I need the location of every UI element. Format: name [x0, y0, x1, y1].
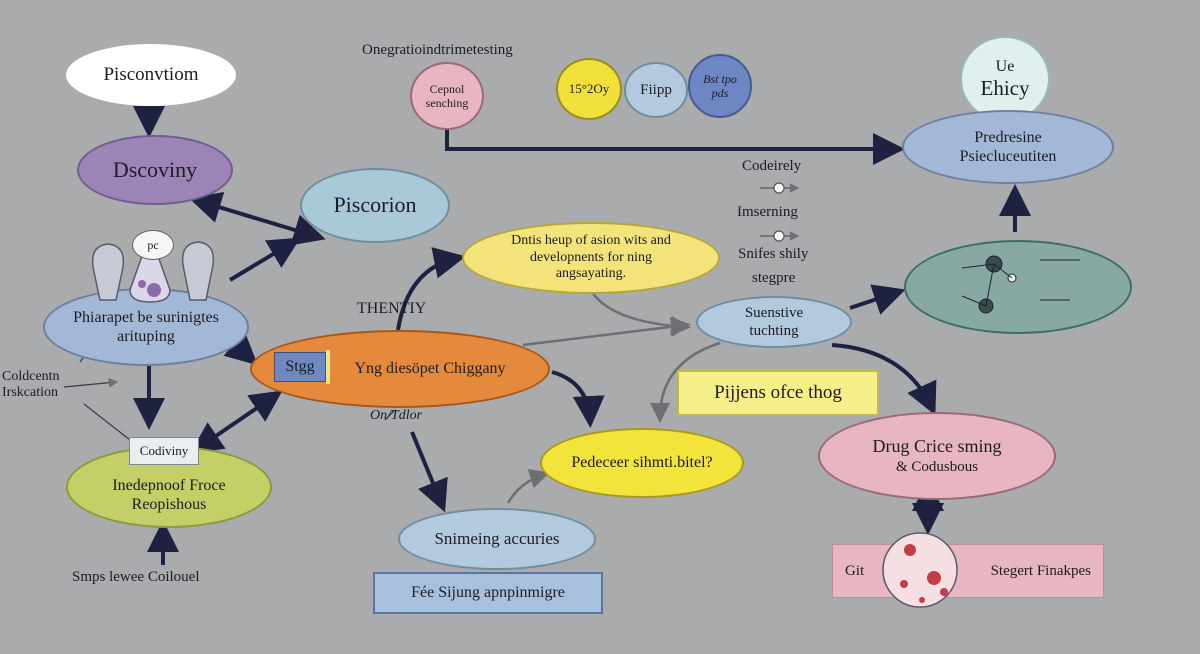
stage-main-label: Yng diesöpet Chiggany — [354, 360, 506, 378]
cold-line-1: Coldcentn — [2, 369, 60, 384]
sensitive-node: Suenstive tuchting — [696, 296, 852, 348]
codeirely-label: Codeirely — [742, 158, 801, 175]
codiviny-box: Codiviny — [129, 437, 199, 465]
independ-line-2: Reopishous — [131, 496, 207, 513]
snifes-text: Snifes shily — [738, 246, 809, 262]
stgg-label: Stgg — [285, 358, 315, 376]
pharma-line-2: arituping — [117, 328, 175, 345]
arrow-stage-to-predecce — [551, 370, 605, 428]
stegpre-text: stegpre — [752, 270, 796, 286]
on-label: On/Tdlor — [370, 408, 422, 424]
predresine-node: Predresine Psiecluceutiten — [902, 110, 1114, 184]
teal-molecule-node — [904, 240, 1132, 334]
predresine-line-2: Psiecluceutiten — [959, 148, 1057, 165]
ehicy-label: Ehicy — [980, 76, 1030, 100]
predecce-node: Pedeceer sihmti.bitel? — [540, 428, 744, 498]
c15-label: 15°2Oy — [568, 81, 610, 97]
top-heading-text: Onegratioindtrimetesting — [362, 42, 513, 58]
predresine-line-1: Predresine — [974, 128, 1042, 146]
pc-label: pc — [147, 237, 159, 252]
c15-node: 15°2Oy — [556, 58, 622, 120]
pijjens-box: Pijjens ofce thog — [677, 370, 879, 416]
discovery-label: Dscoviny — [112, 156, 198, 182]
git-label: Git — [845, 563, 865, 579]
pijjens-label: Pijjens ofce thog — [714, 381, 842, 403]
arrow-discovery-piscorion — [189, 191, 326, 246]
smps-text: Smps lewee Coilouel — [72, 569, 200, 585]
snifes-dot — [773, 230, 785, 242]
arrow-sensitive-teal — [849, 284, 906, 315]
cepnol-node: Cepnol senching — [410, 62, 484, 130]
arrow-sensitive-drug — [831, 343, 937, 416]
smps-label: Smps lewee Coilouel — [72, 569, 200, 586]
bst-node: Bst tpo pds — [688, 54, 752, 118]
title-node: Pisconvtiom — [66, 44, 236, 106]
drug-label: Drug Crice sming — [872, 436, 1002, 457]
ue-label: Ue — [995, 57, 1015, 75]
cepnol-line-1: Cepnol — [429, 81, 465, 96]
fee-box: Fée Sijung apnpinmigre — [373, 572, 603, 614]
cold-line-2: Irskcation — [2, 385, 58, 400]
bst-line-2: pds — [711, 86, 729, 100]
codiviny-label: Codiviny — [139, 443, 189, 459]
ehicy-node: Ue Ehicy — [960, 36, 1050, 122]
yellow-info-node: Dntis heup of asion wits and developnent… — [462, 222, 720, 294]
cold-label: Coldcentn Irskcation — [2, 369, 60, 401]
arrow-on-label-gray — [384, 409, 396, 421]
bst-line-1: Bst tpo — [703, 71, 737, 86]
codusbous-label: & Codusbous — [895, 458, 979, 475]
stegpre-label: stegpre — [752, 270, 795, 287]
fiipp-node: Fiipp — [624, 62, 688, 118]
fee-label: Fée Sijung apnpinmigre — [411, 584, 565, 602]
on-text: On/Tdlor — [370, 408, 423, 423]
arrow-screening-predecce-gray — [506, 469, 550, 504]
yellow-line-3: angsayating. — [555, 266, 627, 282]
stgg-tag: Stgg — [274, 352, 326, 382]
pharma-line-1: Phiarapet be surinigtes — [73, 308, 219, 326]
yellow-line-2: developnents for ning — [529, 249, 653, 265]
screening-label: Snimeing accuries — [434, 528, 560, 548]
discovery-node: Dscoviny — [77, 135, 233, 205]
line-cold-codiviny-gray — [83, 403, 131, 441]
snifes-label: Snifes shily — [738, 246, 808, 263]
top-heading: Onegratioindtrimetesting — [362, 42, 513, 59]
arrow-codiviny-stage — [190, 390, 283, 454]
codeirely-dot — [773, 182, 785, 194]
arrow-yellow-sensitive-gray — [590, 291, 691, 336]
pharma-node: Phiarapet be surinigtes arituping — [43, 288, 249, 366]
title-node-label: Pisconvtiom — [103, 63, 199, 85]
thienty-text: THENTIY — [357, 300, 427, 317]
fiipp-label: Fiipp — [640, 82, 672, 98]
imserning-label: Imserning — [737, 204, 798, 221]
arrow-stage-to-yellow — [396, 247, 466, 331]
screening-node: Snimeing accuries — [398, 508, 596, 570]
arrow-sensitive-pijjens-gray — [650, 341, 721, 423]
arrow-stage-sensitive-gray — [522, 316, 691, 347]
stegert-label: Stegert Finakpes — [990, 563, 1091, 579]
independ-line-1: Inedepnoof Froce — [112, 476, 226, 494]
piscorion-node: Piscorion — [300, 168, 450, 243]
stage-highlight — [326, 350, 330, 384]
thienty-label: THENTIY — [357, 300, 426, 318]
imserning-text: Imserning — [737, 204, 798, 220]
cepnol-line-2: senching — [425, 96, 469, 110]
drug-node: Drug Crice sming & Codusbous — [818, 412, 1056, 500]
codeirely-text: Codeirely — [742, 158, 802, 174]
arrow-cold-pharma-gray — [63, 377, 119, 388]
sensitive-line-2: tuchting — [749, 323, 799, 339]
piscorion-label: Piscorion — [333, 192, 417, 218]
sensitive-line-1: Suenstive — [744, 305, 804, 321]
arrow-stage-to-screening — [410, 431, 448, 513]
arrow-cepnol-predresine — [445, 128, 905, 165]
yellow-line-1: Dntis heup of asion wits and — [511, 232, 671, 248]
arrow-discovery-pharma — [228, 237, 301, 282]
git-box: Git Stegert Finakpes — [832, 544, 1104, 598]
predecce-label: Pedeceer sihmti.bitel? — [571, 454, 713, 472]
pc-label-node: pc — [132, 230, 174, 260]
